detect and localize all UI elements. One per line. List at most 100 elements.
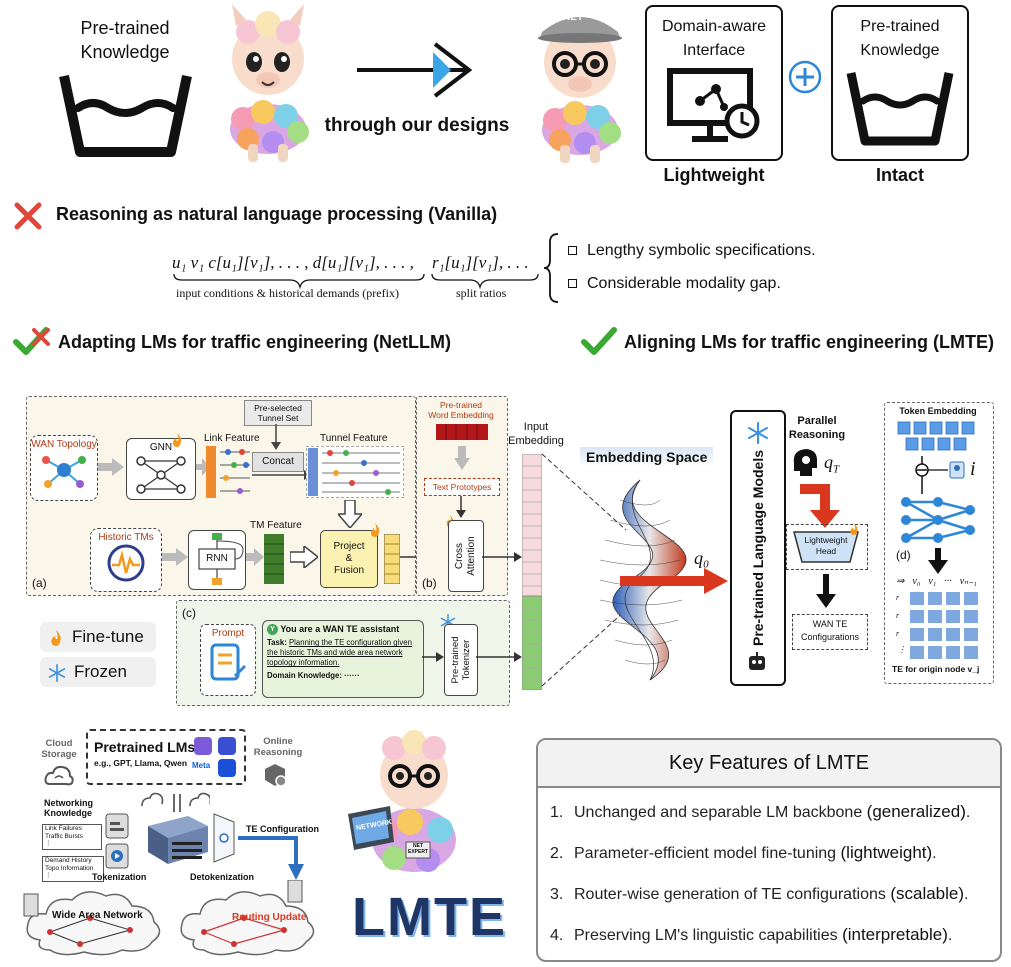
legend-finetune: Fine-tune	[40, 622, 156, 652]
knowledge-basin-icon-right	[846, 72, 954, 146]
rnn-cell-icon	[198, 533, 244, 585]
historic-tms-box: Historic TMs	[90, 528, 162, 592]
cap-text: NET	[563, 12, 583, 23]
signal-wave-icon	[107, 544, 145, 582]
identity-i-label: i	[970, 458, 976, 480]
key-feature-3: 3.Router-wise generation of TE configura…	[550, 884, 969, 903]
token-embedding-label: Token Embedding	[899, 406, 977, 416]
fusion-output-bar	[384, 534, 400, 584]
assistant-message-box: Y You are a WAN TE assistant Task: Plann…	[262, 620, 424, 698]
arrow-rnn-tm	[246, 548, 264, 566]
tunnel-feature-matrix	[306, 446, 404, 498]
label-b: (b)	[422, 576, 437, 590]
plm-box: Pre-trained Language Models	[730, 410, 786, 686]
label-d: (d)	[896, 548, 911, 562]
cross-icon	[14, 202, 42, 230]
fire-icon-fusion	[371, 523, 380, 537]
head-gear-icon	[793, 449, 818, 476]
key-feature-2: 2.Parameter-efficient model fine-tuning …	[550, 843, 937, 862]
prompt-box: Prompt	[200, 624, 256, 696]
hollow-arrow-right	[290, 546, 318, 568]
document-pen-icon	[210, 643, 246, 681]
te-output-grid: rrr⋮	[896, 592, 978, 659]
knowledge-basin-icon-left	[59, 74, 192, 157]
label-a: (a)	[32, 576, 47, 590]
arrow-prompt-tokenizer	[422, 652, 444, 662]
lmte-logo: LMTE	[352, 887, 507, 947]
arrow-caption: through our designs	[324, 115, 510, 136]
split-brace-label: split ratios	[456, 286, 507, 300]
arrow-tokenizer-embed	[476, 652, 522, 662]
sync-arrows-icon	[141, 792, 210, 812]
online-reasoning-label: Online Reasoning	[253, 736, 303, 758]
detokenization-label: Detokenization	[190, 872, 255, 882]
cloud-sync-icon	[44, 765, 74, 786]
robot-icon	[749, 652, 765, 670]
transform-arrow	[357, 42, 473, 98]
link-failures-box: Link Failures Traffic Bursts ⋮	[42, 824, 102, 850]
lmte-heading: Aligning LMs for traffic engineering (LM…	[624, 332, 994, 352]
domain-aware-interface-box: Domain-aware Interface	[645, 5, 783, 161]
meta-logo-label: Meta	[192, 761, 211, 770]
label-c: (c)	[182, 606, 196, 620]
gate-and-identity-icons	[915, 456, 965, 494]
text-prototypes-box: Text Prototypes	[424, 478, 500, 496]
rnn-box: RNN	[188, 530, 246, 590]
wan-cloud-left	[23, 891, 161, 956]
black-down-arrow	[816, 574, 836, 608]
svg-text:r: r	[896, 593, 900, 602]
llm-logo-icon-1	[194, 737, 212, 755]
tm-feature-label: TM Feature	[250, 520, 302, 531]
arrow-topo-gnn	[98, 458, 124, 476]
svg-text:r: r	[896, 611, 900, 620]
token-cubes	[897, 421, 975, 451]
intact-caption: Intact	[875, 165, 924, 185]
plus-icon	[788, 60, 822, 94]
key-feature-1: 1.Unchanged and separable LM backbone (g…	[550, 802, 971, 821]
pretrained-word-embedding-label: Pre-trained Word Embedding	[428, 400, 494, 420]
v-labels-row: ⇒ v₀ v₁ ··· vₙ₋₁	[896, 576, 977, 587]
file-icons	[105, 813, 129, 869]
project-fusion-box: Project & Fusion	[320, 530, 378, 588]
wan-te-config-box: WAN TE Configurations	[792, 614, 868, 650]
arrow-gnn-link	[196, 458, 210, 476]
interface-caption: Lightweight	[663, 165, 765, 185]
vanilla-bullet-2: Considerable modality gap.	[568, 275, 781, 293]
hollow-arrow-down	[338, 500, 362, 528]
right-curly-brace	[543, 233, 559, 303]
key-feature-4: 4.Preserving LM's linguistic capabilitie…	[550, 925, 953, 944]
te-configuration-label: TE Configuration	[246, 824, 319, 834]
q0-label: q₀	[694, 548, 710, 568]
prefix-brace-label: input conditions & historical demands (p…	[176, 286, 399, 300]
monitor-network-icon	[667, 68, 760, 142]
wan-topology-box: WAN Topology	[30, 435, 98, 501]
fire-icon-legend	[51, 629, 61, 646]
gnn-box: GNN	[126, 438, 196, 500]
key-features-title: Key Features of LMTE	[538, 740, 1000, 788]
vanilla-heading: Reasoning as natural language processing…	[56, 204, 498, 224]
underbraces	[173, 273, 539, 290]
fire-icon-head	[850, 523, 858, 535]
tunnel-feature-label: Tunnel Feature	[320, 433, 388, 444]
red-bent-arrow	[800, 484, 840, 528]
wide-area-network-label: Wide Area Network	[52, 910, 143, 921]
embedding-space-label: Embedding Space	[580, 447, 714, 467]
expert-badge: NET EXPERT	[407, 843, 428, 855]
arrow-link-concat	[252, 470, 312, 480]
lightweight-head-box: Lightweight Head	[792, 530, 860, 564]
arrow-embed-proto	[454, 446, 470, 470]
panel-d	[884, 402, 994, 684]
routing-update-label: Routing Update	[232, 912, 307, 923]
key-features-panel: Key Features of LMTE 1.Unchanged and sep…	[536, 738, 1002, 962]
netllm-heading: Adapting LMs for traffic engineering (Ne…	[58, 332, 451, 352]
server-rack-icon	[148, 816, 208, 864]
link-feature-matrix	[206, 446, 250, 498]
tokenization-label: Tokenization	[92, 872, 147, 882]
pretrained-lms-box: Pretrained LMs e.g., GPT, Llama, Qwen Me…	[86, 729, 246, 785]
snowflake-icon-legend	[48, 663, 66, 682]
alpaca-mascot-net	[538, 17, 622, 163]
networking-knowledge-label: Networking Knowledge	[44, 798, 94, 818]
d-down-arrow	[928, 548, 948, 574]
svg-text:⋮: ⋮	[898, 645, 906, 654]
tm-feature-bar	[264, 534, 284, 584]
